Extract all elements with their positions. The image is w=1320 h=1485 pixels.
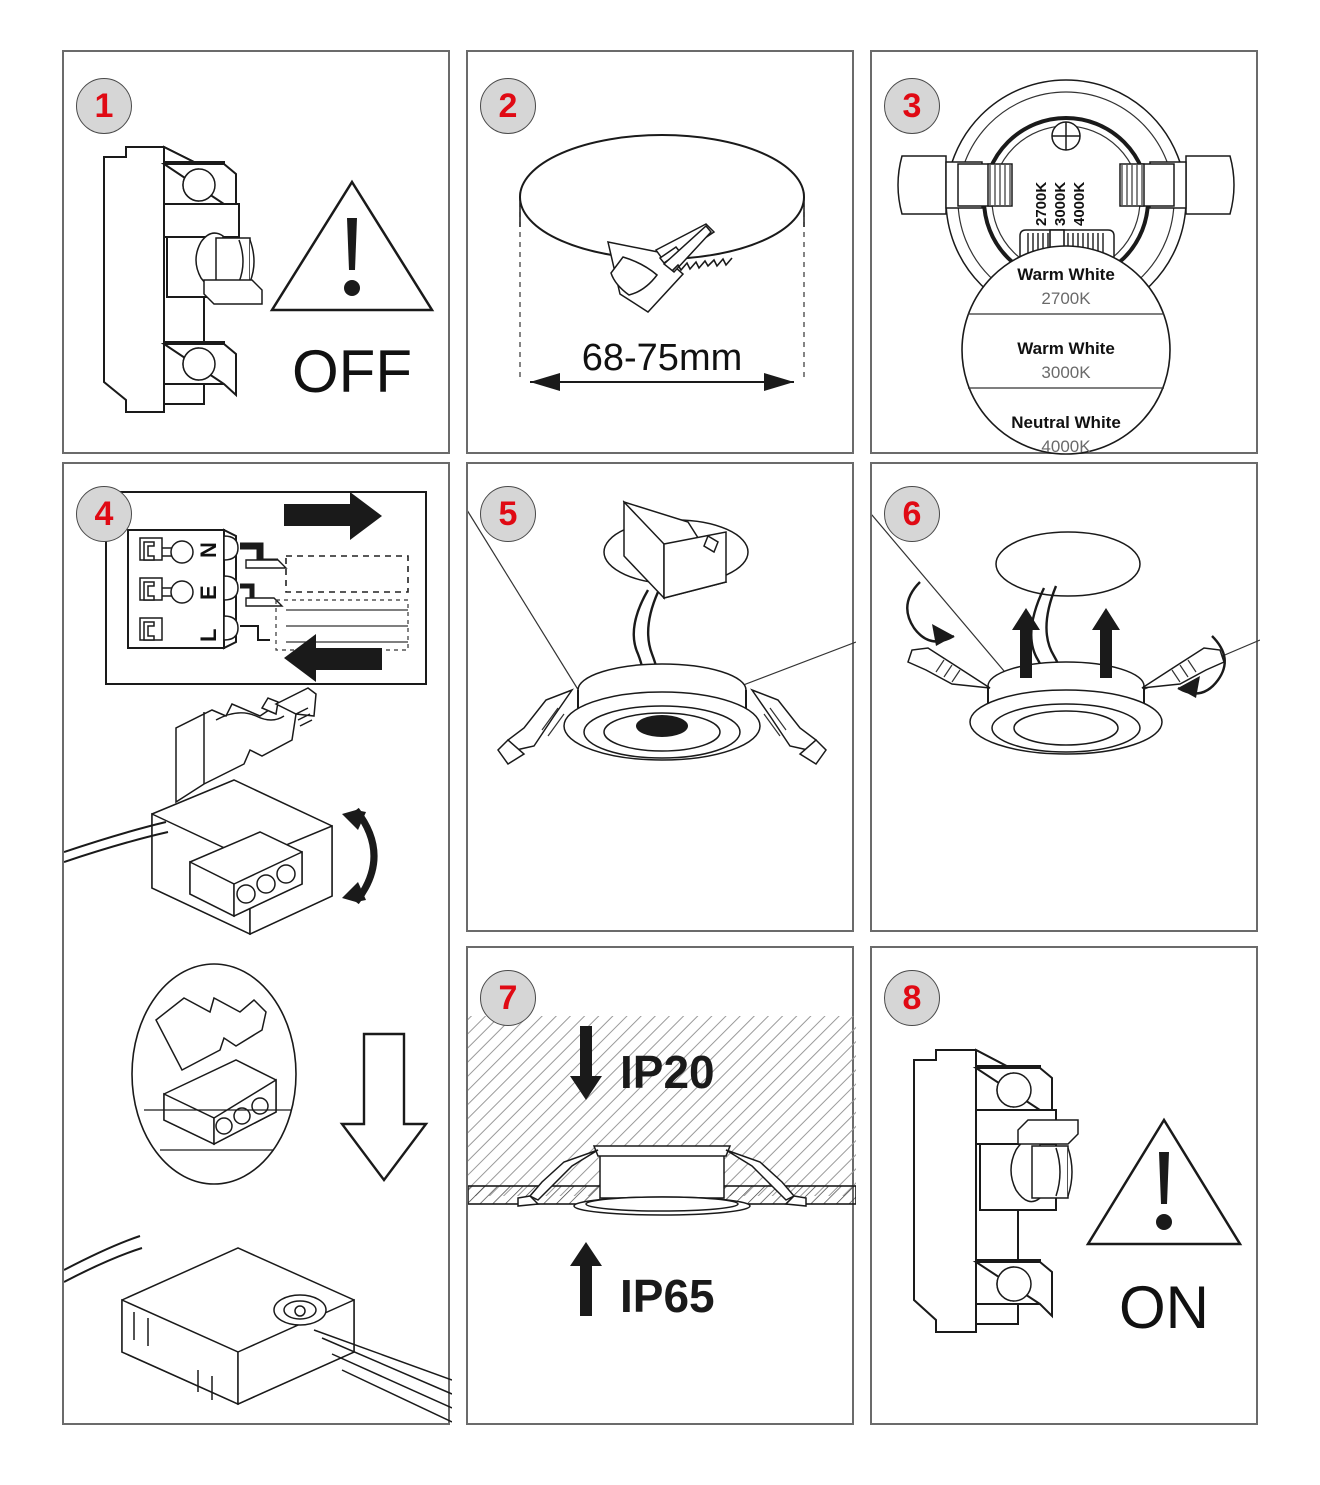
step-panel-1: OFF 1 xyxy=(62,50,450,454)
step-panel-6: 6 xyxy=(870,462,1260,932)
cct-option-name-0: Warm White xyxy=(1017,265,1115,284)
step-2-illustration: 68-75mm xyxy=(468,52,852,452)
remove-arrow-icon xyxy=(284,634,382,682)
step-panel-5: 5 xyxy=(466,462,856,932)
cct-option-kelvin-1: 3000K xyxy=(1041,363,1091,382)
step-number-7: 7 xyxy=(498,979,518,1017)
step-6-illustration xyxy=(872,464,1260,930)
step-badge-1: 1 xyxy=(76,78,132,134)
step-badge-8: 8 xyxy=(884,970,940,1026)
breaker-state-label-on: ON xyxy=(1119,1274,1209,1341)
step-badge-5: 5 xyxy=(480,486,536,542)
leader-line-left xyxy=(468,510,583,697)
step-badge-7: 7 xyxy=(480,970,536,1026)
step-number-8: 8 xyxy=(902,979,922,1017)
step-number-6: 6 xyxy=(902,495,922,533)
down-arrow-icon xyxy=(339,1032,429,1182)
push-up-arrow-right-icon xyxy=(1092,608,1120,678)
cct-switch-label-3000k: 3000K xyxy=(1052,182,1069,226)
down-arrow-icon xyxy=(570,1026,602,1100)
terminal-label-l: L xyxy=(196,629,221,642)
hole-diameter-label: 68-75mm xyxy=(582,337,743,379)
step-badge-3: 3 xyxy=(884,78,940,134)
step-number-2: 2 xyxy=(498,87,518,125)
step-panel-2: 68-75mm 2 xyxy=(466,50,854,454)
step-5-illustration xyxy=(468,464,856,930)
step-panel-8: ON 8 xyxy=(870,946,1258,1425)
ip-rating-above-label: IP20 xyxy=(620,1046,715,1098)
ip-rating-below-label: IP65 xyxy=(620,1270,715,1322)
cct-option-name-2: Neutral White xyxy=(1011,413,1121,432)
cct-option-kelvin-0: 2700K xyxy=(1041,289,1091,308)
cct-option-name-1: Warm White xyxy=(1017,339,1115,358)
terminal-label-n: N xyxy=(196,542,221,558)
step-number-4: 4 xyxy=(94,495,114,533)
terminal-label-e: E xyxy=(196,585,221,600)
step-badge-2: 2 xyxy=(480,78,536,134)
insert-arrow-icon xyxy=(284,492,382,540)
step-panel-4: N E L xyxy=(62,462,452,1425)
step-1-illustration: OFF xyxy=(64,52,448,452)
breaker-state-label-off: OFF xyxy=(292,338,412,405)
step-4-illustration: N E L xyxy=(64,464,452,1423)
cct-option-kelvin-2: 4000K xyxy=(1041,437,1091,456)
step-3-illustration: 2700K 3000K 4000K Warm White 2700K Warm … xyxy=(872,52,1256,456)
push-up-arrow-left-icon xyxy=(1012,608,1040,678)
cct-switch-label-4000k: 4000K xyxy=(1071,182,1088,226)
step-badge-6: 6 xyxy=(884,486,940,542)
step-8-illustration: ON xyxy=(872,948,1256,1423)
step-number-3: 3 xyxy=(902,87,922,125)
step-number-1: 1 xyxy=(94,87,114,125)
cct-switch-label-2700k: 2700K xyxy=(1033,182,1050,226)
step-number-5: 5 xyxy=(498,495,518,533)
step-panel-3: 2700K 3000K 4000K Warm White 2700K Warm … xyxy=(870,50,1258,456)
up-arrow-icon xyxy=(570,1242,602,1316)
step-7-illustration: IP20 IP65 xyxy=(468,948,856,1423)
step-panel-7: IP20 IP65 7 xyxy=(466,946,856,1425)
step-badge-4: 4 xyxy=(76,486,132,542)
